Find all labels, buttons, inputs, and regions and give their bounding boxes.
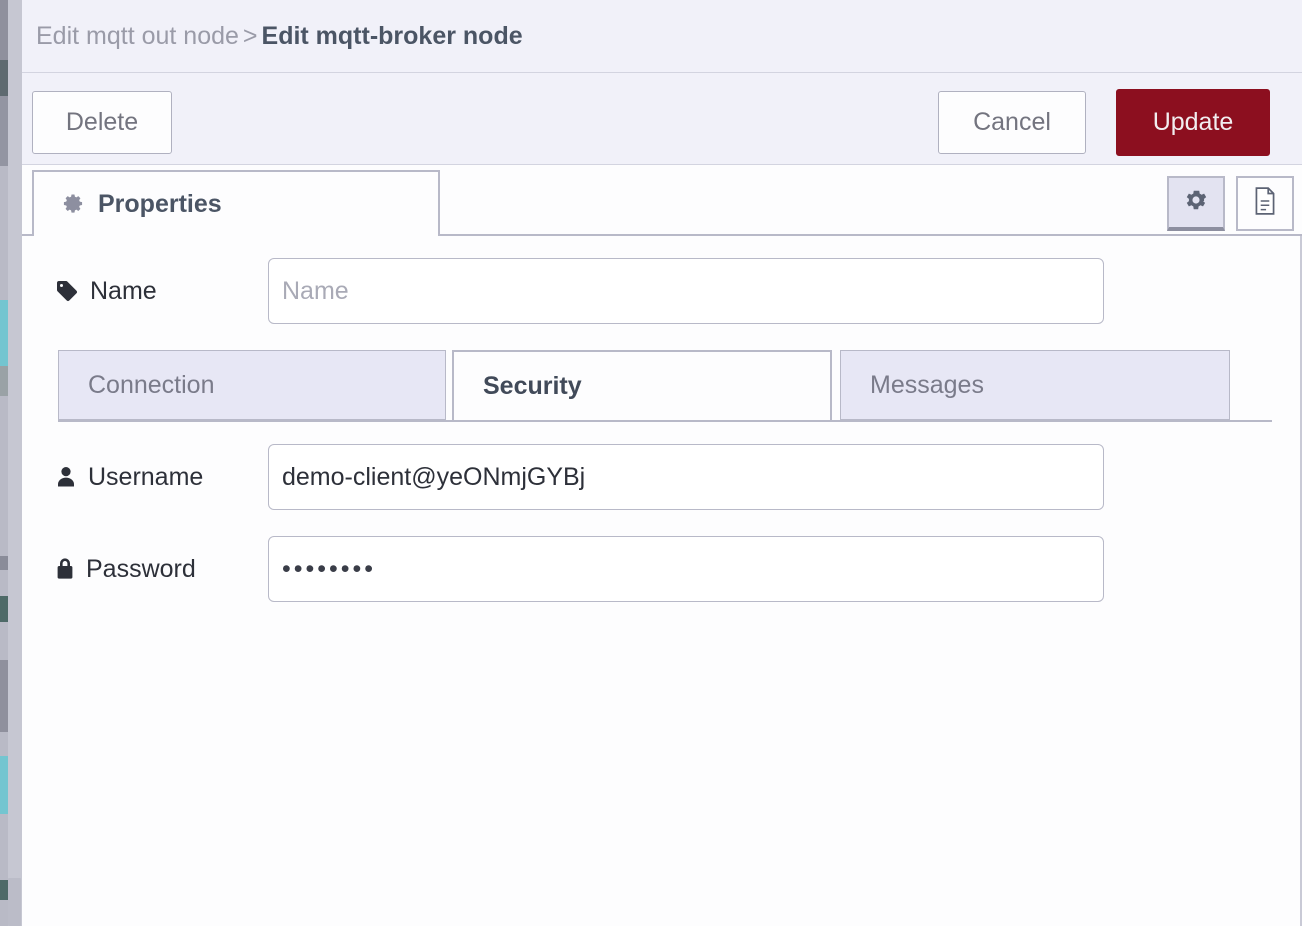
document-icon	[1252, 186, 1278, 221]
subtab-connection-label: Connection	[88, 370, 215, 399]
gear-icon	[1183, 187, 1209, 218]
tab-strip: Properties	[22, 166, 1302, 236]
password-input[interactable]: ••••••••	[268, 536, 1104, 602]
gear-icon	[62, 193, 84, 215]
tag-icon	[55, 279, 79, 303]
subtab-security-label: Security	[483, 371, 582, 400]
password-masked-value: ••••••••	[282, 554, 377, 583]
tab-properties[interactable]: Properties	[32, 170, 440, 236]
properties-form: Name Connection Security Messages	[22, 236, 1302, 926]
username-label: Username	[55, 460, 203, 494]
name-label-text: Name	[90, 276, 157, 305]
edit-node-dialog: Edit mqtt out node>Edit mqtt-broker node…	[22, 0, 1302, 926]
password-label: Password	[55, 552, 196, 586]
breadcrumb-parent[interactable]: Edit mqtt out node	[36, 22, 239, 50]
background-scrollbar-thumb[interactable]	[8, 878, 21, 926]
tab-properties-label: Properties	[98, 189, 222, 218]
background-editor-canvas	[0, 0, 22, 926]
delete-button[interactable]: Delete	[32, 91, 172, 154]
subtab-security[interactable]: Security	[452, 350, 832, 420]
update-button[interactable]: Update	[1116, 89, 1270, 156]
settings-gear-button[interactable]	[1167, 176, 1225, 231]
subtab-messages-label: Messages	[870, 370, 984, 399]
cancel-button[interactable]: Cancel	[938, 91, 1086, 154]
description-document-button[interactable]	[1236, 176, 1294, 231]
breadcrumb-current: Edit mqtt-broker node	[261, 22, 523, 50]
breadcrumb-separator: >	[242, 22, 258, 50]
background-scrollbar-track[interactable]	[8, 0, 22, 926]
user-icon	[55, 465, 77, 489]
subtab-connection[interactable]: Connection	[58, 350, 446, 420]
connection-security-messages-tabs: Connection Security Messages	[22, 350, 1302, 422]
name-label: Name	[55, 274, 157, 308]
dialog-toolbar: Delete Cancel Update	[22, 73, 1302, 165]
subtabs-underline	[58, 420, 1272, 422]
tab-strip-underline	[22, 234, 1302, 236]
username-input[interactable]	[268, 444, 1104, 510]
password-label-text: Password	[86, 554, 196, 583]
username-label-text: Username	[88, 462, 204, 491]
name-input[interactable]	[268, 258, 1104, 324]
subtab-messages[interactable]: Messages	[840, 350, 1230, 420]
breadcrumb: Edit mqtt out node>Edit mqtt-broker node	[36, 20, 523, 52]
dialog-header: Edit mqtt out node>Edit mqtt-broker node	[22, 0, 1302, 73]
lock-icon	[55, 557, 75, 581]
